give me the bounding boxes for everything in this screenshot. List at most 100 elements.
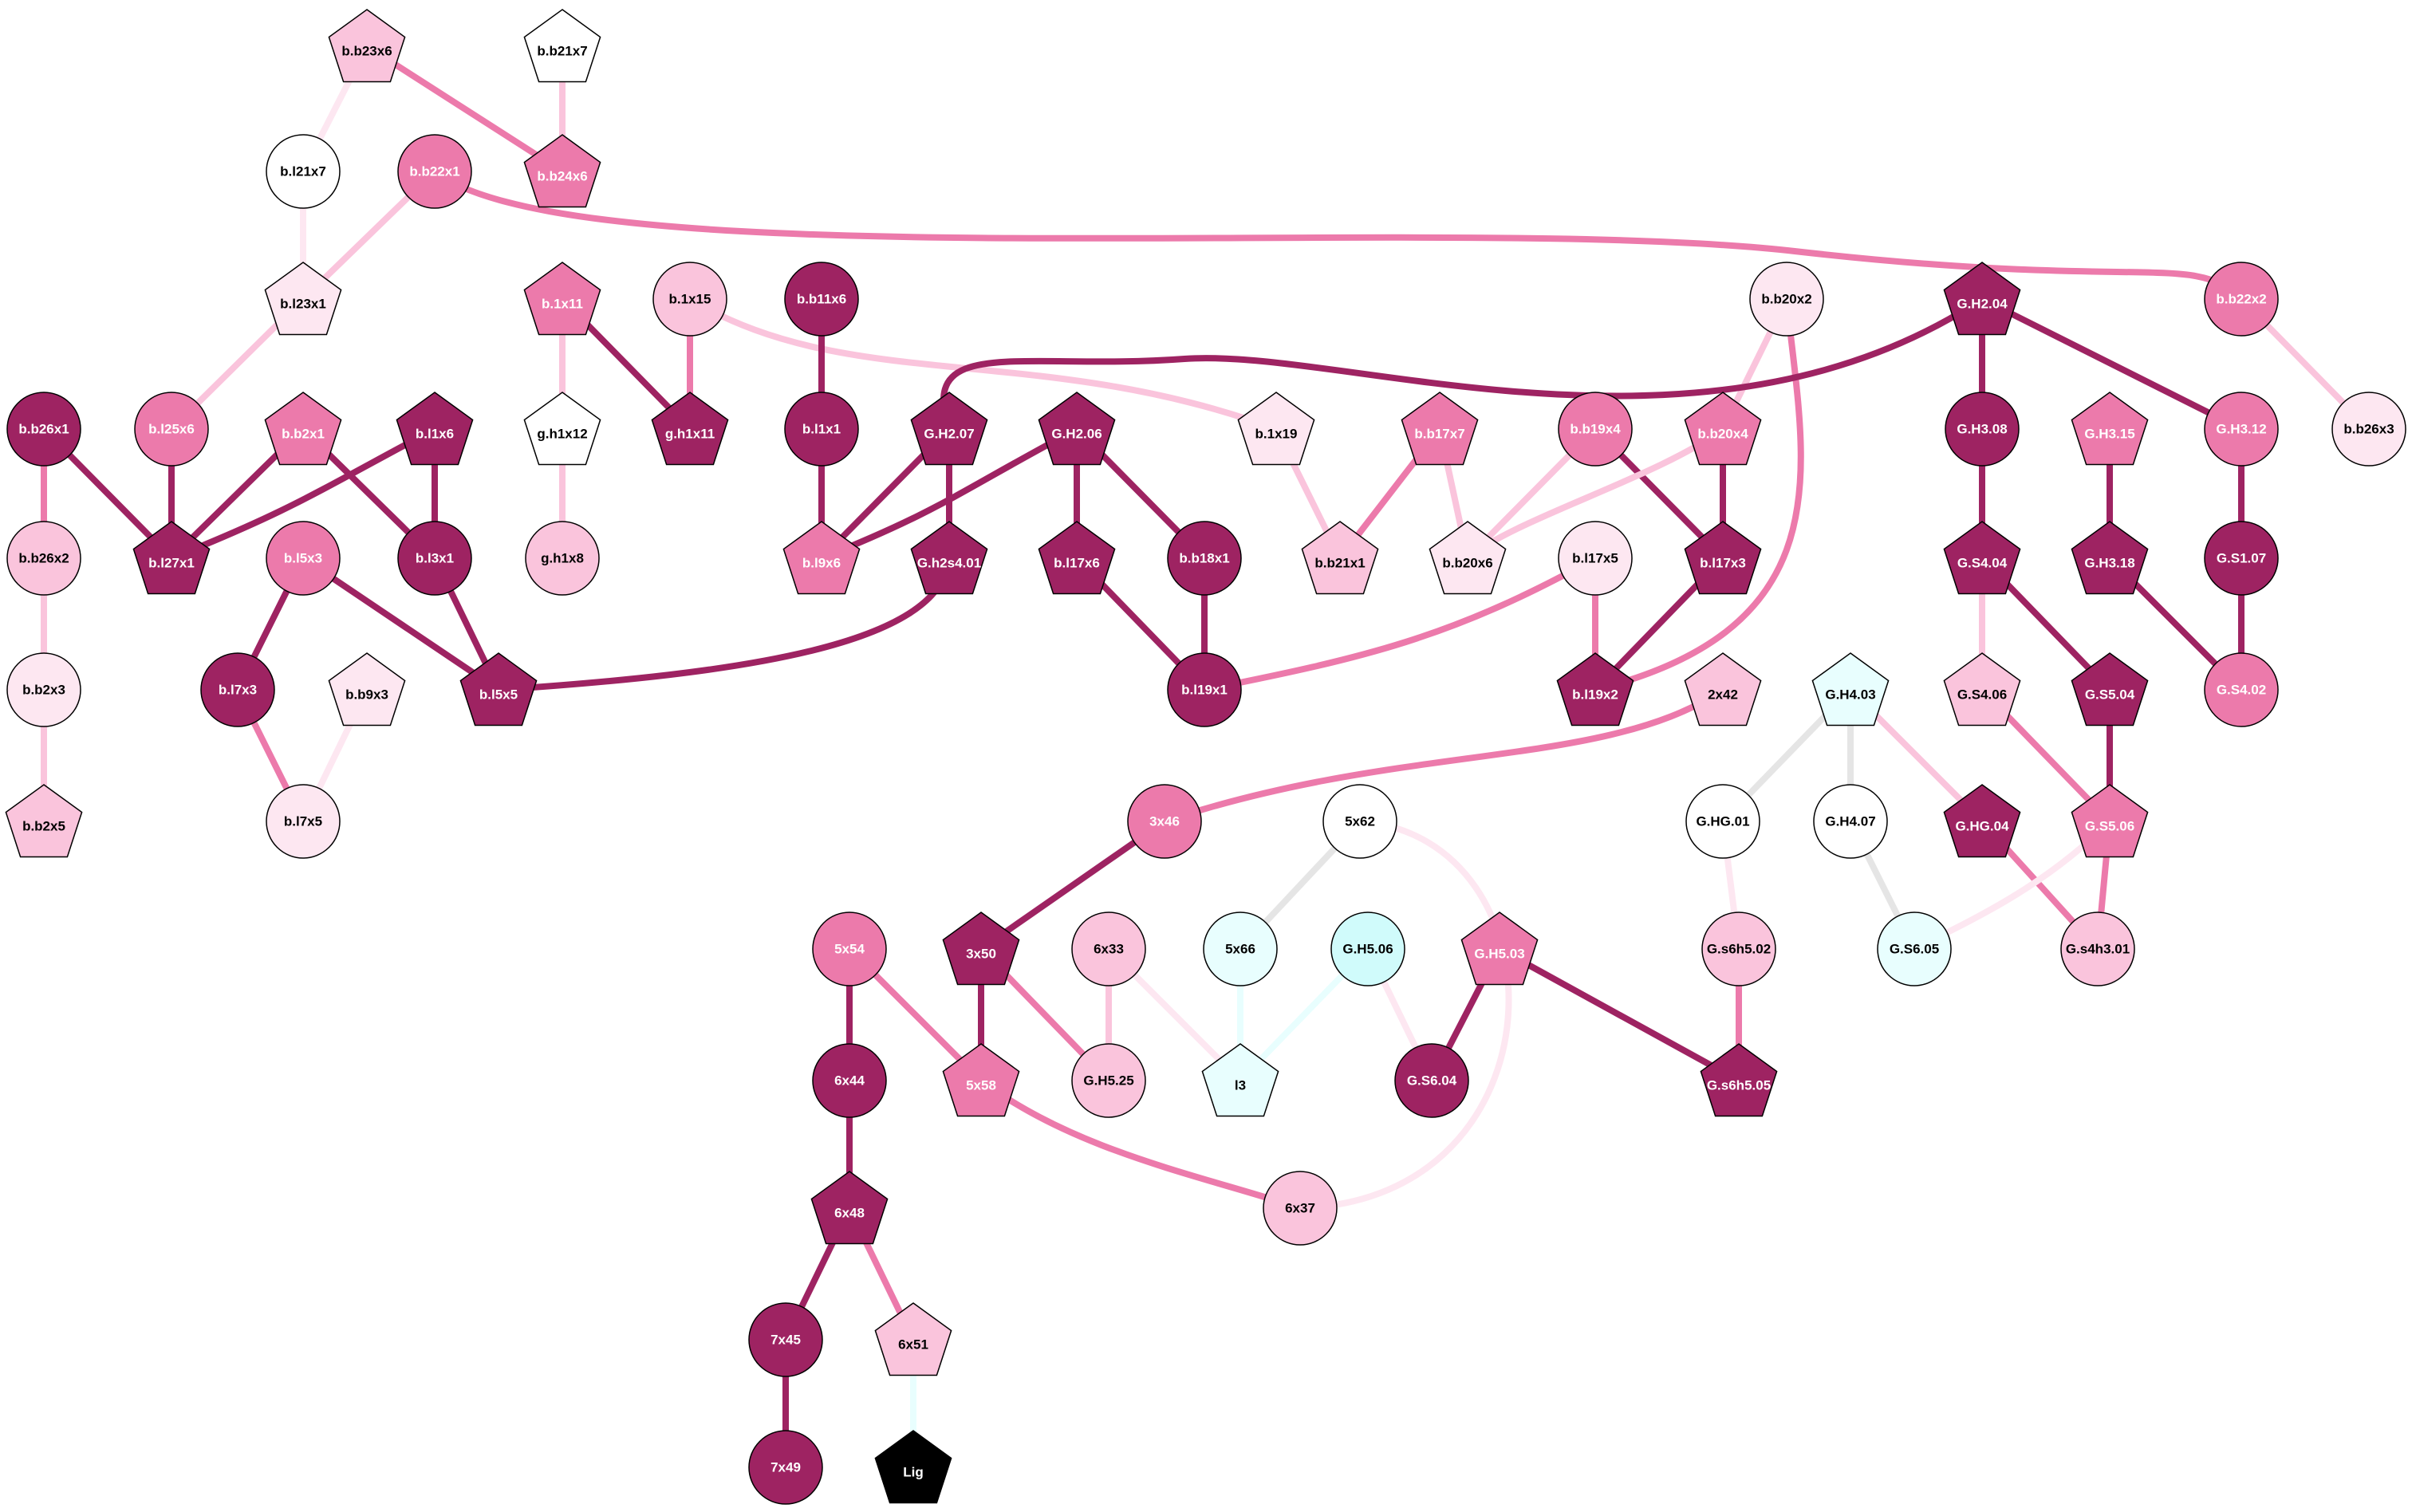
node-g-h2-06[interactable]: G.H2.06 xyxy=(1038,392,1116,466)
node-label: 3x46 xyxy=(1149,814,1180,829)
node-5x62[interactable]: 5x62 xyxy=(1322,784,1397,859)
node-g-h4-07[interactable]: G.H4.07 xyxy=(1813,784,1888,859)
node-b-b23x6[interactable]: b.b23x6 xyxy=(328,9,406,83)
node-b-l3x1[interactable]: b.l3x1 xyxy=(397,521,472,596)
node-circle xyxy=(266,134,341,209)
node-label: G.h2s4.01 xyxy=(917,556,981,571)
node-b-b26x1[interactable]: b.b26x1 xyxy=(6,392,81,467)
node-g-h1x12[interactable]: g.h1x12 xyxy=(523,392,601,466)
node-g-hg-04[interactable]: G.HG.04 xyxy=(1943,784,2021,858)
node-3x50[interactable]: 3x50 xyxy=(942,912,1020,986)
node-pentagon xyxy=(874,1302,952,1376)
node-7x49[interactable]: 7x49 xyxy=(748,1430,823,1505)
node-b-l17x3[interactable]: b.l17x3 xyxy=(1684,521,1762,595)
node-7x45[interactable]: 7x45 xyxy=(748,1302,823,1377)
node-g-h5-06[interactable]: G.H5.06 xyxy=(1330,912,1405,986)
node-label: b.l27x1 xyxy=(148,556,195,571)
node-b-b20x2[interactable]: b.b20x2 xyxy=(1749,262,1824,337)
node-6x44[interactable]: 6x44 xyxy=(812,1043,887,1118)
node-6x51[interactable]: 6x51 xyxy=(874,1302,952,1376)
node-b-b17x7[interactable]: b.b17x7 xyxy=(1401,392,1479,466)
node-b-b26x3[interactable]: b.b26x3 xyxy=(2331,392,2406,467)
node-pentagon xyxy=(523,9,601,83)
node-g-h3-12[interactable]: G.H3.12 xyxy=(2204,392,2279,467)
node-label: b.b26x1 xyxy=(18,422,69,437)
node-6x33[interactable]: 6x33 xyxy=(1071,912,1146,986)
node-b-l25x6[interactable]: b.l25x6 xyxy=(134,392,209,467)
node-circle xyxy=(2204,262,2279,337)
node-3x46[interactable]: 3x46 xyxy=(1127,784,1202,859)
node-g-hg-01[interactable]: G.HG.01 xyxy=(1685,784,1760,859)
node-g-h5-03[interactable]: G.H5.03 xyxy=(1460,912,1539,986)
node-g-h5-25[interactable]: G.H5.25 xyxy=(1071,1043,1146,1118)
node-b-l21x7[interactable]: b.l21x7 xyxy=(266,134,341,209)
node-b-l17x5[interactable]: b.l17x5 xyxy=(1558,521,1633,596)
node-b-b2x3[interactable]: b.b2x3 xyxy=(6,652,81,727)
node-g-h2s4-01[interactable]: G.h2s4.01 xyxy=(910,521,988,595)
node-b-b22x1[interactable]: b.b22x1 xyxy=(397,134,472,209)
node-b-l17x6[interactable]: b.l17x6 xyxy=(1038,521,1116,595)
node-g-s6-05[interactable]: G.S6.05 xyxy=(1877,912,1952,986)
node-pentagon xyxy=(1429,521,1507,595)
node-pentagon xyxy=(264,262,342,336)
node-5x66[interactable]: 5x66 xyxy=(1203,912,1278,986)
node-b-l1x6[interactable]: b.l1x6 xyxy=(396,392,474,466)
node-b-l1x1[interactable]: b.l1x1 xyxy=(784,392,859,467)
node-label: b.b2x1 xyxy=(282,427,325,442)
node-b-l23x1[interactable]: b.l23x1 xyxy=(264,262,342,336)
node-g-s1-07[interactable]: G.S1.07 xyxy=(2204,521,2279,596)
node-b-b20x4[interactable]: b.b20x4 xyxy=(1684,392,1762,466)
node-b-l19x2[interactable]: b.l19x2 xyxy=(1556,652,1634,726)
node-lig[interactable]: Lig xyxy=(874,1430,952,1504)
node-b-b19x4[interactable]: b.b19x4 xyxy=(1558,392,1633,467)
node-g-s4h3-01[interactable]: G.s4h3.01 xyxy=(2060,912,2135,986)
node-g-s6h5-05[interactable]: G.s6h5.05 xyxy=(1700,1043,1778,1117)
node-b-l5x3[interactable]: b.l5x3 xyxy=(266,521,341,596)
node-b-l7x3[interactable]: b.l7x3 xyxy=(200,652,275,727)
node-5x58[interactable]: 5x58 xyxy=(942,1043,1020,1117)
node-b-l27x1[interactable]: b.l27x1 xyxy=(132,521,211,595)
node-b-b2x5[interactable]: b.b2x5 xyxy=(5,784,83,858)
node-b-b18x1[interactable]: b.b18x1 xyxy=(1167,521,1242,596)
node-b-b11x6[interactable]: b.b11x6 xyxy=(784,262,859,337)
node-5x54[interactable]: 5x54 xyxy=(812,912,887,986)
node-g-s6h5-02[interactable]: G.s6h5.02 xyxy=(1701,912,1776,986)
node-b-l9x6[interactable]: b.l9x6 xyxy=(782,521,861,595)
node-g-s4-06[interactable]: G.S4.06 xyxy=(1943,652,2021,726)
node-g-h3-18[interactable]: G.H3.18 xyxy=(2071,521,2149,595)
node-b-b9x3[interactable]: b.b9x3 xyxy=(328,652,406,726)
node-b-b24x6[interactable]: b.b24x6 xyxy=(523,134,601,208)
node-label: G.H2.07 xyxy=(924,427,974,442)
node-b-1x19[interactable]: b.1x19 xyxy=(1237,392,1315,466)
node-g-s4-02[interactable]: G.S4.02 xyxy=(2204,652,2279,727)
node-2x42[interactable]: 2x42 xyxy=(1684,652,1762,726)
node-l3[interactable]: l3 xyxy=(1201,1043,1279,1117)
node-g-s6-04[interactable]: G.S6.04 xyxy=(1394,1043,1469,1118)
node-g-s5-06[interactable]: G.S5.06 xyxy=(2071,784,2149,858)
node-b-l7x5[interactable]: b.l7x5 xyxy=(266,784,341,859)
node-g-s5-04[interactable]: G.S5.04 xyxy=(2071,652,2149,726)
node-g-h3-15[interactable]: G.H3.15 xyxy=(2071,392,2149,466)
node-g-s4-04[interactable]: G.S4.04 xyxy=(1943,521,2021,595)
node-g-h2-07[interactable]: G.H2.07 xyxy=(910,392,988,466)
node-b-b21x7[interactable]: b.b21x7 xyxy=(523,9,601,83)
node-g-h2-04[interactable]: G.H2.04 xyxy=(1943,262,2021,336)
node-label: G.S4.06 xyxy=(1957,687,2007,703)
node-b-1x11[interactable]: b.1x11 xyxy=(523,262,601,336)
node-circle xyxy=(6,521,81,596)
node-6x48[interactable]: 6x48 xyxy=(810,1171,889,1245)
node-g-h4-03[interactable]: G.H4.03 xyxy=(1811,652,1890,726)
node-b-b22x2[interactable]: b.b22x2 xyxy=(2204,262,2279,337)
node-b-b2x1[interactable]: b.b2x1 xyxy=(264,392,342,466)
node-b-b26x2[interactable]: b.b26x2 xyxy=(6,521,81,596)
node-g-h1x8[interactable]: g.h1x8 xyxy=(525,521,600,596)
node-label: b.b19x4 xyxy=(1570,422,1621,437)
node-b-b21x1[interactable]: b.b21x1 xyxy=(1301,521,1379,595)
node-b-b20x6[interactable]: b.b20x6 xyxy=(1429,521,1507,595)
node-g-h1x11[interactable]: g.h1x11 xyxy=(651,392,729,466)
node-b-l19x1[interactable]: b.l19x1 xyxy=(1167,652,1242,727)
node-b-l5x5[interactable]: b.l5x5 xyxy=(459,652,538,726)
node-6x37[interactable]: 6x37 xyxy=(1263,1171,1338,1246)
node-b-1x15[interactable]: b.1x15 xyxy=(652,262,727,337)
node-g-h3-08[interactable]: G.H3.08 xyxy=(1945,392,2020,467)
